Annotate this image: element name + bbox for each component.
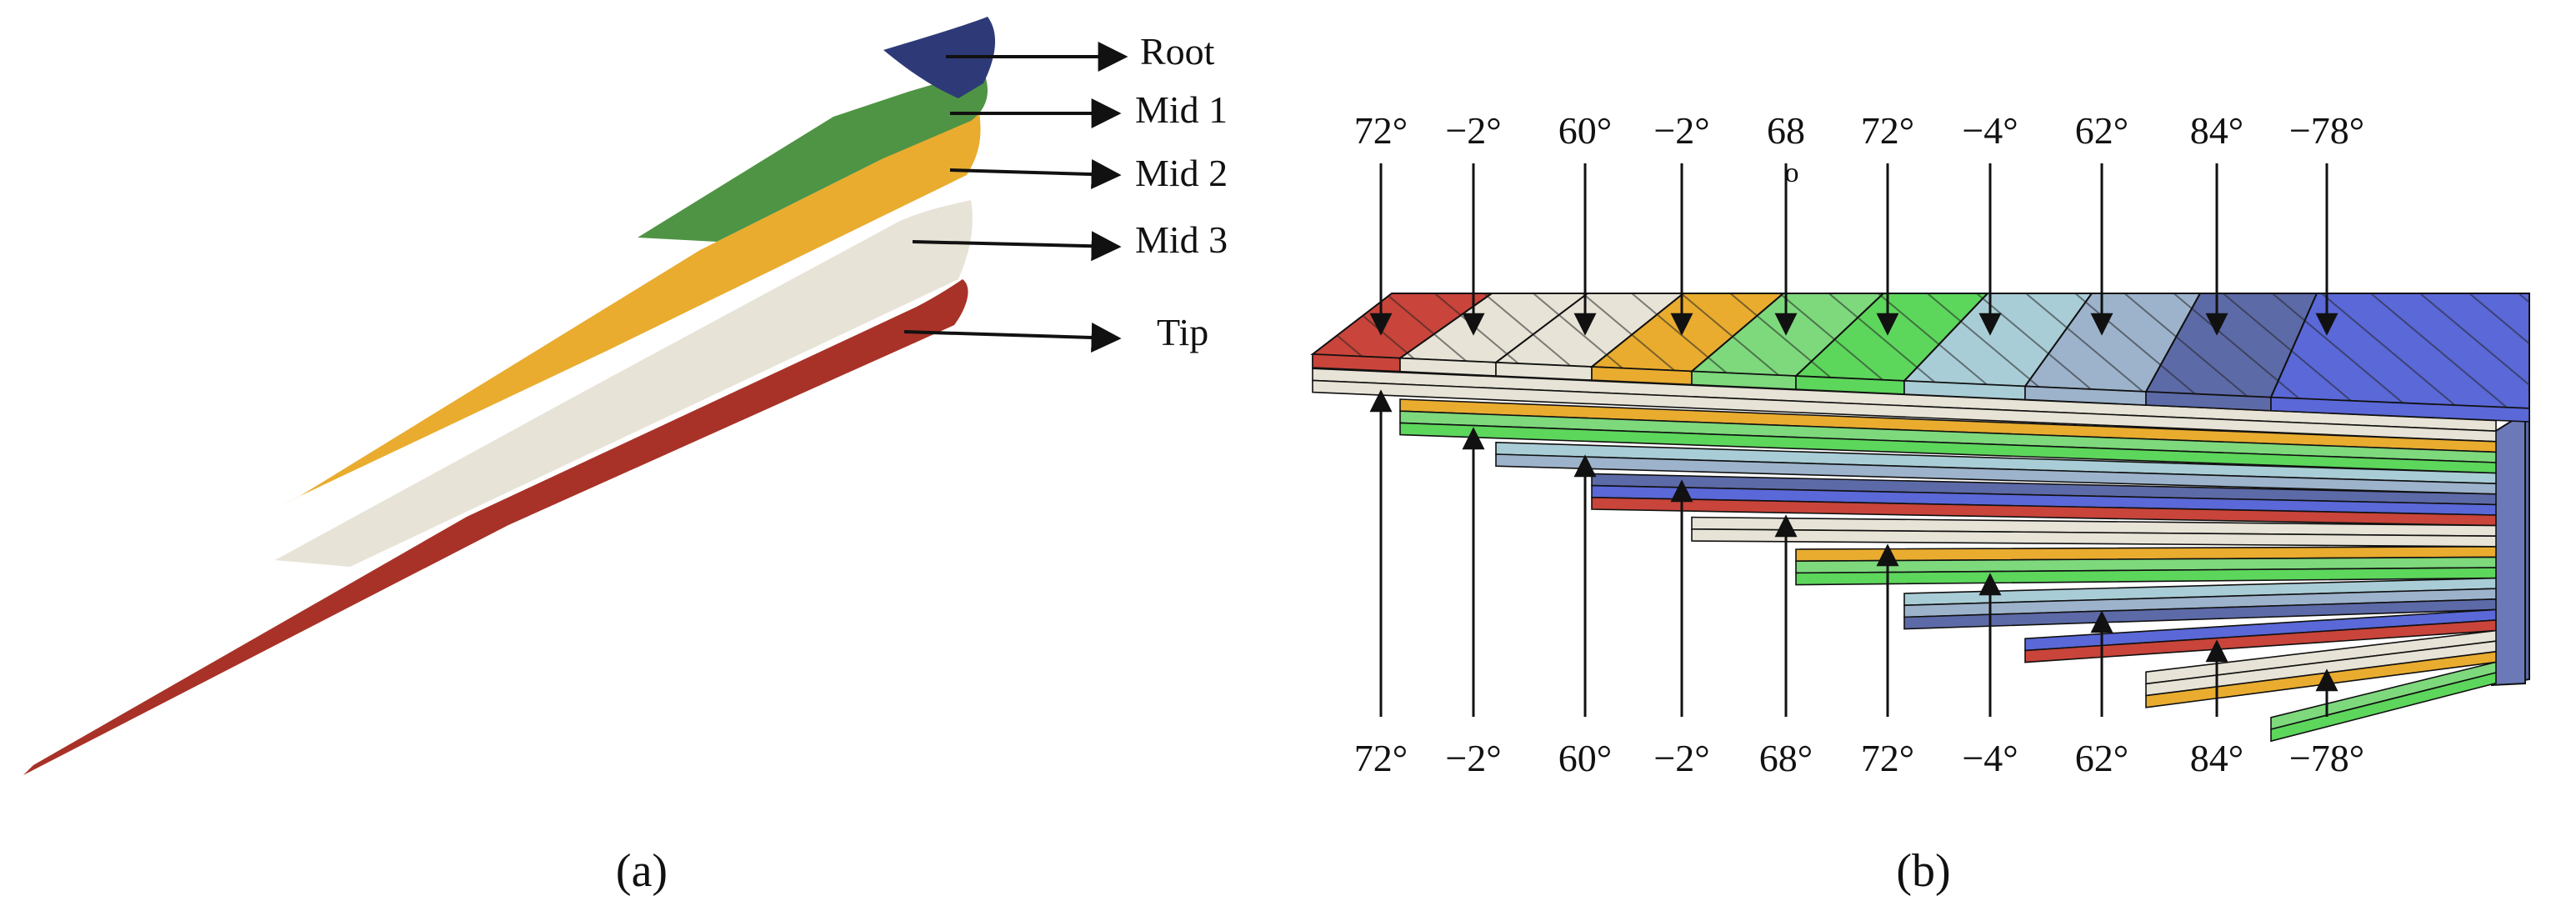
laminate-end-face	[2491, 411, 2526, 687]
root-skin	[883, 17, 996, 98]
ply-angle-marks: 72° −2° 60° −2° 68 72° −4° 62° 84° −78° o 72° −2° 60°…	[1354, 109, 2364, 779]
panel-a-wing-skins: Root Mid 1 Mid 2 Mid 3 Tip (a)	[23, 17, 1228, 897]
bottom-angle-label: 84°	[2190, 737, 2243, 779]
mid3-label: Mid 3	[1135, 218, 1228, 261]
ply-hatch	[1400, 293, 1588, 363]
mid3-arrow	[912, 231, 1122, 262]
tip-skin	[23, 279, 968, 775]
ply-hatch	[1796, 293, 1988, 381]
top-angle-label: 60°	[1558, 109, 1612, 152]
bottom-angle-label: −78°	[2289, 737, 2364, 779]
top-angle-label: −78°	[2289, 109, 2364, 152]
bottom-angle-label: 72°	[1354, 737, 1408, 779]
ply-strip	[2270, 671, 2497, 743]
ply-hatch	[2146, 293, 2317, 398]
top-angle-label: −2°	[1445, 109, 1501, 152]
tip-label: Tip	[1157, 311, 1208, 353]
top-angle-label: 72°	[1354, 109, 1408, 152]
ply-hatch	[2025, 293, 2200, 392]
bottom-angle-label: 60°	[1558, 737, 1612, 779]
mid3-skin	[275, 200, 973, 567]
bottom-angle-label: 68°	[1759, 737, 1813, 779]
root-label: Root	[1140, 30, 1215, 73]
mid2-label: Mid 2	[1135, 152, 1228, 194]
panel-b-laminate: 72° −2° 60° −2° 68 72° −4° 62° 84° −78° o 72° −2° 60°…	[1310, 109, 2530, 897]
bottom-angle-label: 62°	[2075, 737, 2128, 779]
mid1-label: Mid 1	[1135, 88, 1228, 131]
tip-arrow	[903, 323, 1122, 353]
top-angle-label: 84°	[2190, 109, 2243, 152]
panel-a-caption: (a)	[616, 845, 668, 897]
top-angle-extra: o	[1785, 158, 1799, 188]
panel-b-caption: (b)	[1896, 845, 1950, 897]
mid2-skin	[265, 113, 981, 513]
top-angle-label: 68	[1767, 109, 1805, 152]
bottom-angle-label: −2°	[1653, 737, 1709, 779]
bottom-angle-label: −4°	[1962, 737, 2018, 779]
bottom-angle-label: 72°	[1861, 737, 1914, 779]
ply-hatch	[2271, 293, 2529, 408]
ply-hatch	[1313, 293, 1492, 358]
top-angle-label: −2°	[1653, 109, 1709, 152]
top-angle-label: −4°	[1962, 109, 2018, 152]
top-angle-label: 72°	[1861, 109, 1914, 152]
top-angle-label: 62°	[2075, 109, 2128, 152]
ply-hatch	[1904, 293, 2092, 387]
ply-edge	[2270, 396, 2530, 423]
ply-strips	[1312, 356, 2497, 743]
bottom-angle-label: −2°	[1445, 737, 1501, 779]
mid1-skin	[638, 71, 988, 242]
mid2-arrow	[949, 159, 1122, 190]
